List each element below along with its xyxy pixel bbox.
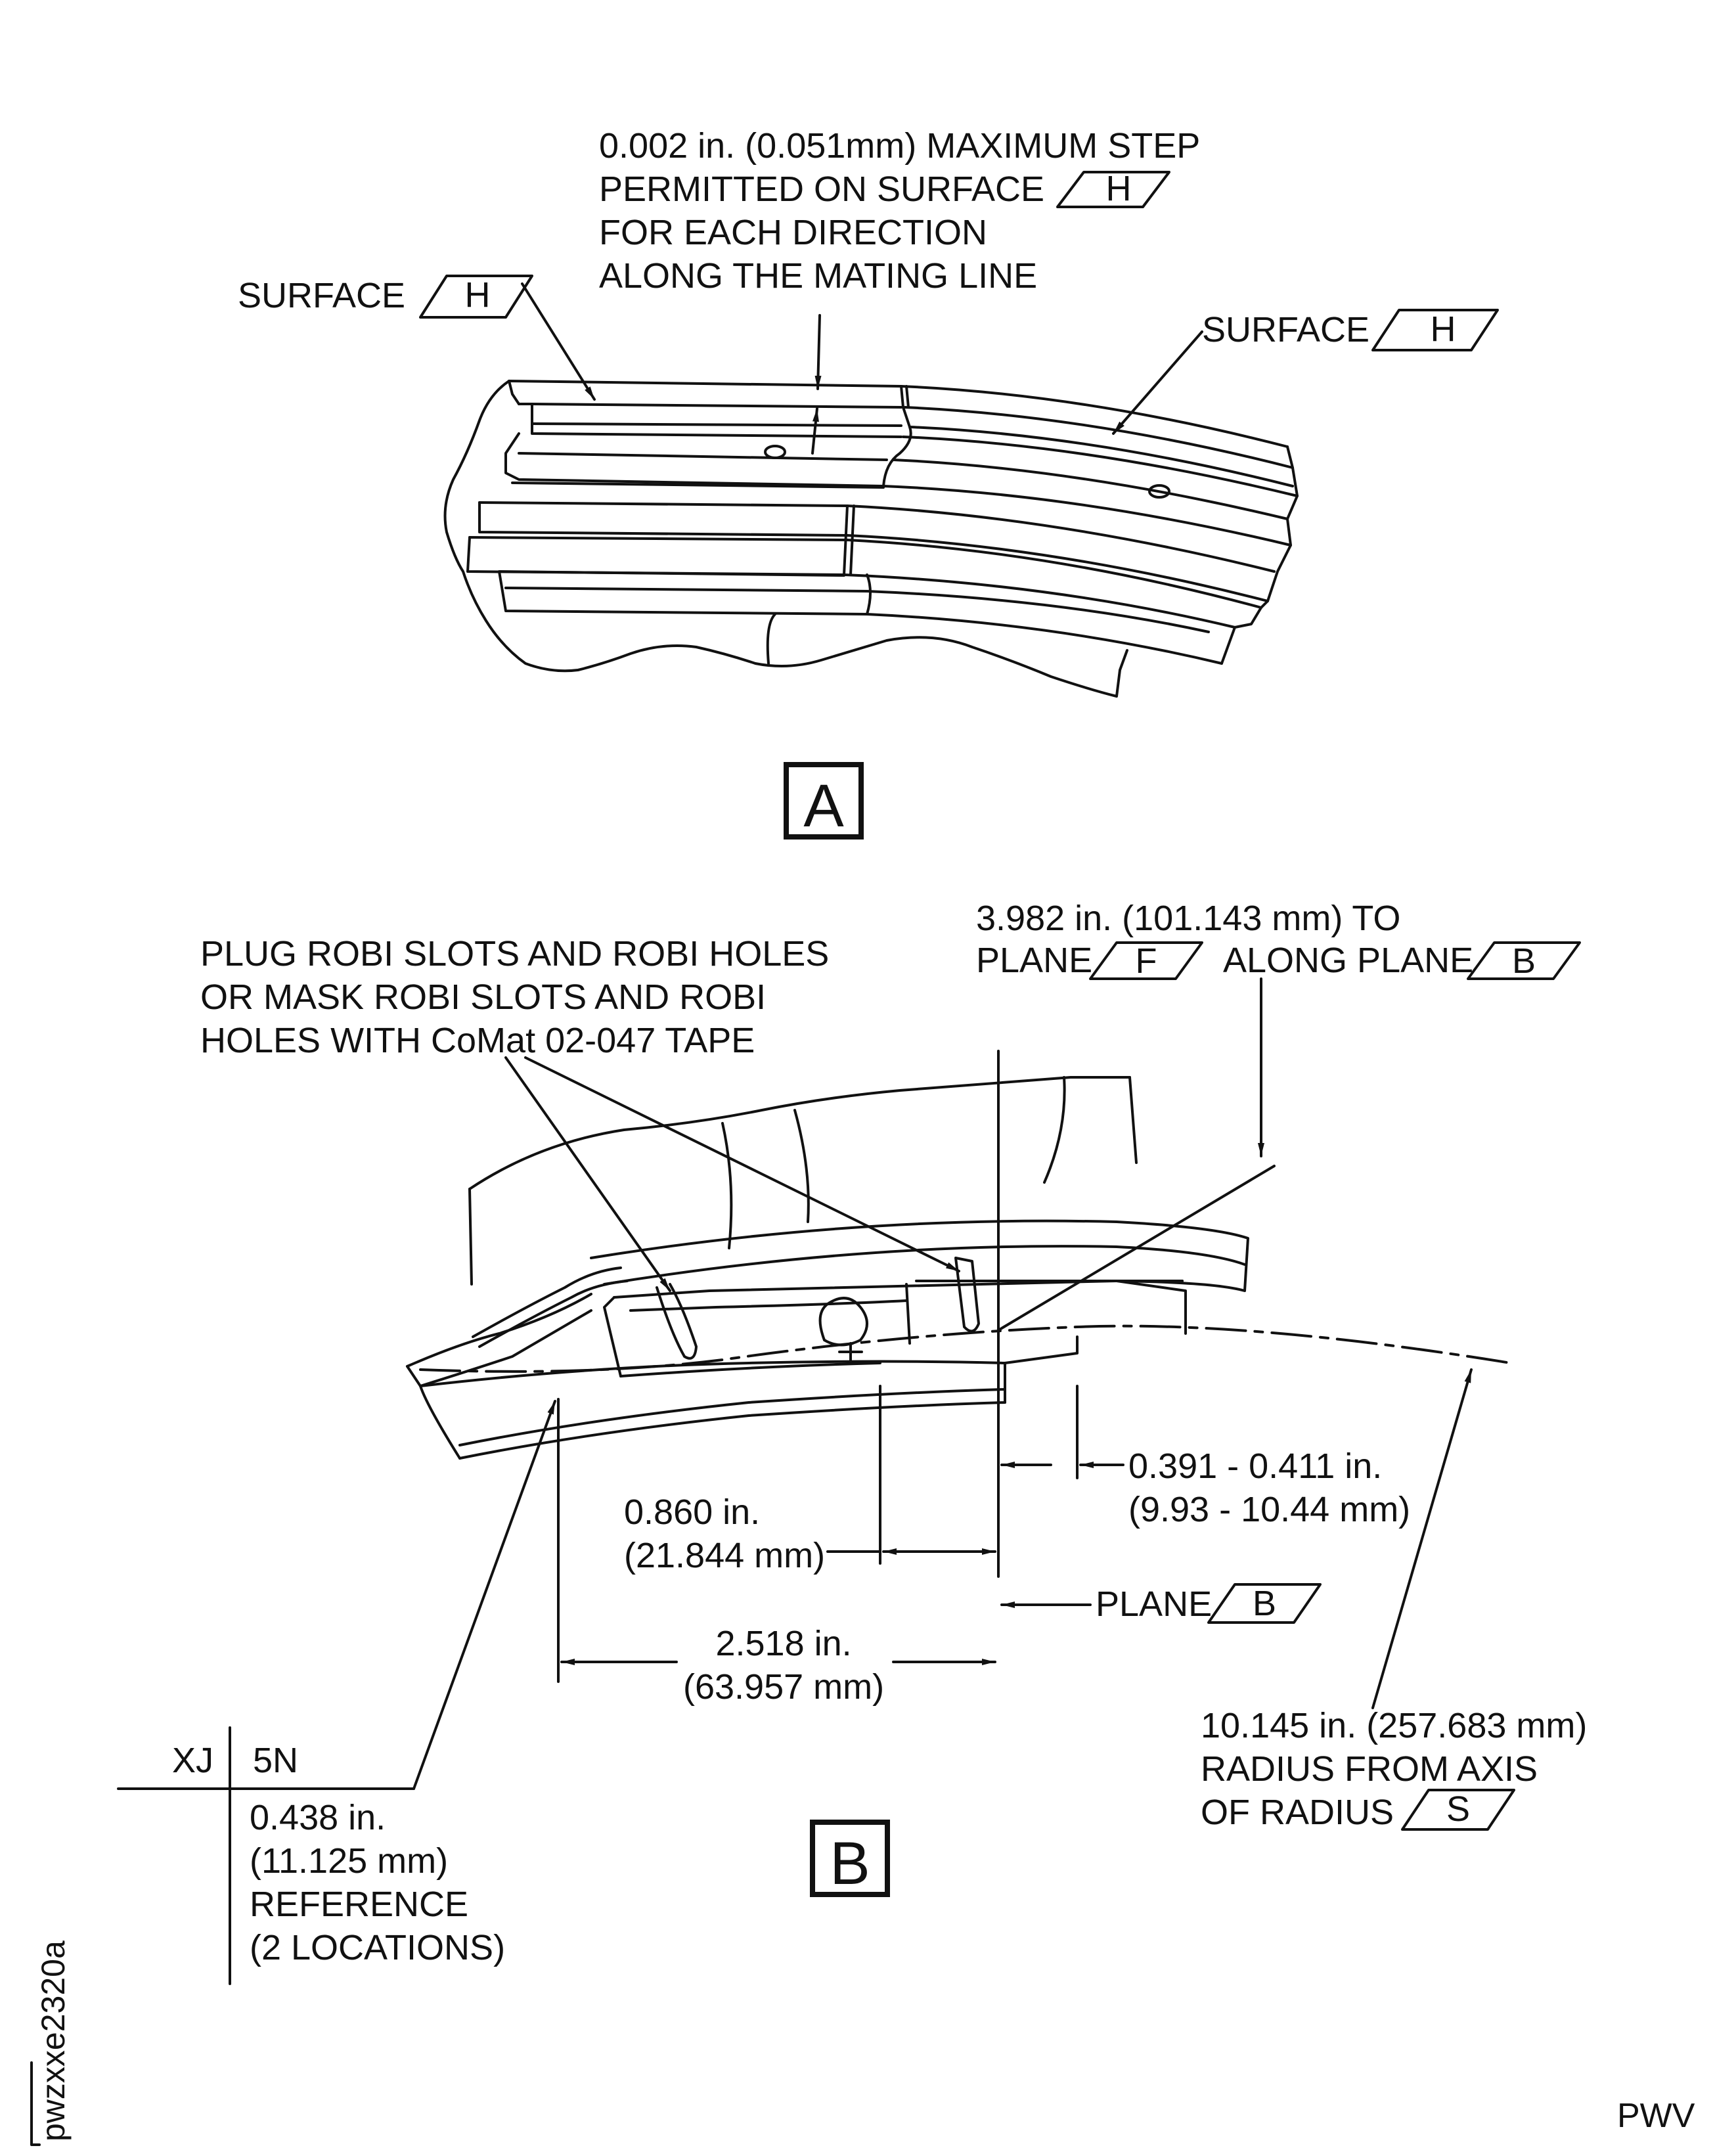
surface-left-datum: H bbox=[464, 275, 491, 315]
ref-note-line-3: REFERENCE bbox=[250, 1884, 469, 1924]
step-note: 0.002 in. (0.051mm) MAXIMUM STEP PERMITT… bbox=[599, 125, 1200, 298]
plane-f-note-line-1: 3.982 in. (101.143 mm) TO bbox=[976, 899, 1401, 938]
plug-note-line-1: PLUG ROBI SLOTS AND ROBI HOLES bbox=[200, 934, 830, 974]
dim-2518: 2.518 in. (63.957 mm) bbox=[683, 1623, 884, 1709]
step-note-line-3: FOR EACH DIRECTION bbox=[599, 212, 988, 252]
view-b-letter: B bbox=[810, 1820, 890, 1897]
along-plane-datum: B bbox=[1511, 941, 1536, 981]
radius-note-line-2: RADIUS FROM AXIS bbox=[1201, 1749, 1538, 1789]
plug-note-line-3: HOLES WITH CoMat 02-047 TAPE bbox=[200, 1020, 755, 1060]
dim-0391-mm: (9.93 - 10.44 mm) bbox=[1128, 1489, 1411, 1529]
ref-note-line-2: (11.125 mm) bbox=[250, 1841, 449, 1881]
figure-id: pwzxxe2320a bbox=[35, 1940, 72, 2141]
ref-note-line-1: 0.438 in. bbox=[250, 1798, 386, 1837]
reference-note: 0.438 in. (11.125 mm) REFERENCE (2 LOCAT… bbox=[250, 1797, 505, 1970]
dim-0391-inch: 0.391 - 0.411 in. bbox=[1128, 1446, 1383, 1486]
dim-0860-mm: (21.844 mm) bbox=[624, 1535, 826, 1575]
radius-datum: S bbox=[1446, 1789, 1471, 1829]
view-b-part bbox=[406, 1076, 1512, 1460]
ref-note-line-4: (2 LOCATIONS) bbox=[250, 1927, 506, 1967]
plane-f-datum: F bbox=[1135, 941, 1157, 981]
plug-note-line-2: OR MASK ROBI SLOTS AND ROBI bbox=[200, 977, 767, 1017]
surface-right-label: SURFACE bbox=[1202, 310, 1370, 349]
surface-right-datum: H bbox=[1430, 309, 1456, 349]
plane-b-label: PLANE bbox=[1096, 1584, 1213, 1624]
corner-code: PWV bbox=[1617, 2097, 1695, 2135]
plane-f-note-word: PLANE bbox=[976, 941, 1093, 980]
step-note-line-1: 0.002 in. (0.051mm) MAXIMUM STEP bbox=[599, 126, 1201, 166]
radius-note: 10.145 in. (257.683 mm) RADIUS FROM AXIS… bbox=[1201, 1705, 1587, 1835]
plane-b-datum: B bbox=[1252, 1584, 1277, 1623]
view-a-part bbox=[443, 380, 1299, 698]
plug-robi-note: PLUG ROBI SLOTS AND ROBI HOLES OR MASK R… bbox=[200, 933, 829, 1063]
along-plane-label: ALONG PLANE bbox=[1223, 941, 1474, 980]
step-note-line-4: ALONG THE MATING LINE bbox=[599, 256, 1038, 296]
radius-note-line-3: OF RADIUS bbox=[1201, 1792, 1394, 1832]
surface-left-label: SURFACE bbox=[238, 276, 406, 315]
dim-2518-mm: (63.957 mm) bbox=[683, 1667, 885, 1707]
table-col-5n: 5N bbox=[253, 1741, 299, 1780]
dim-2518-inch: 2.518 in. bbox=[715, 1624, 852, 1663]
dim-0391: 0.391 - 0.411 in. (9.93 - 10.44 mm) bbox=[1128, 1445, 1410, 1532]
step-note-line-2: PERMITTED ON SURFACE bbox=[599, 169, 1045, 209]
view-a-letter: A bbox=[784, 762, 864, 840]
radius-note-line-1: 10.145 in. (257.683 mm) bbox=[1201, 1706, 1588, 1745]
step-note-datum: H bbox=[1105, 169, 1132, 208]
table-col-xj: XJ bbox=[172, 1741, 214, 1780]
dim-0860: 0.860 in. (21.844 mm) bbox=[624, 1491, 825, 1578]
dim-0860-inch: 0.860 in. bbox=[624, 1492, 761, 1532]
